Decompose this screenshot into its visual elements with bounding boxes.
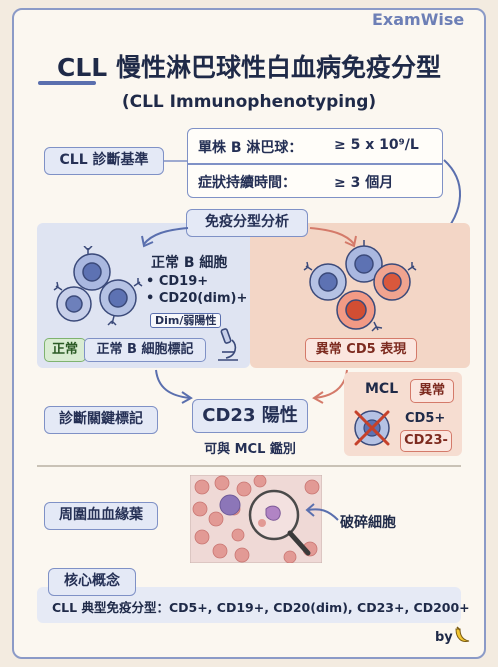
connector-line — [164, 160, 188, 162]
criteria-row: 單株 B 淋巴球： ≥ 5 x 10⁹/L — [188, 129, 442, 163]
mcl-marker: CD23- — [400, 430, 452, 452]
smear-label: 周圍血血緣葉 — [44, 502, 158, 530]
smudge-cell-callout: 破碎細胞 — [340, 515, 396, 531]
criteria-value: ≥ 3 個月 — [334, 175, 394, 191]
key-marker-label: 診斷關鍵標記 — [44, 406, 158, 434]
title-underline — [38, 81, 96, 85]
concept-text: CLL 典型免疫分型：CD5+, CD19+, CD20(dim), CD23+… — [52, 600, 470, 615]
concept-label: 核心概念 — [48, 568, 136, 596]
cd23-positive-box: CD23 陽性 — [192, 399, 308, 433]
page-subtitle: (CLL Immunophenotyping) — [121, 92, 377, 112]
dim-note: Dim/弱陽性 — [150, 309, 222, 328]
footer-by: by — [435, 630, 453, 645]
normal-marker: • CD19+ — [146, 274, 209, 289]
section-divider — [37, 465, 461, 467]
arrow-to-cd23-left — [155, 369, 193, 404]
dim-note-label: Dim/弱陽性 — [150, 313, 222, 328]
banana-icon — [455, 626, 470, 642]
normal-marker-label: 正常 B 細胞標記 — [84, 338, 206, 362]
page-title: CLL 慢性淋巴球性白血病免疫分型 — [57, 53, 441, 82]
criteria-key: 症狀持續時間： — [198, 175, 296, 191]
criteria-divider — [188, 163, 442, 165]
normal-cell-title: 正常 B 細胞 — [151, 255, 228, 271]
criteria-row: 症狀持續時間： ≥ 3 個月 — [188, 164, 442, 198]
mcl-marker: CD5+ — [405, 411, 446, 426]
analysis-label: 免疫分型分析 — [186, 209, 308, 237]
criteria-value: ≥ 5 x 10⁹/L — [334, 137, 419, 153]
mcl-status-tag: 異常 — [410, 379, 454, 403]
magnifier-icon — [287, 530, 311, 556]
criteria-box: 單株 B 淋巴球： ≥ 5 x 10⁹/L 症狀持續時間： ≥ 3 個月 — [187, 128, 443, 198]
arrow-right — [309, 227, 357, 248]
normal-b-cells-illustration — [53, 246, 143, 326]
microscope-icon — [218, 328, 238, 361]
abnormal-cells-illustration — [303, 240, 417, 332]
callout-arrow — [305, 503, 339, 521]
brand-logo: ExamWise — [372, 10, 465, 29]
blood-smear-illustration — [190, 475, 322, 563]
cd23-note: 可與 MCL 鑑別 — [204, 442, 296, 457]
arrow-left — [141, 227, 189, 248]
normal-status-tag: 正常 — [44, 338, 86, 362]
abnormal-cd5-label: 異常 CD5 表現 — [305, 338, 417, 362]
criteria-label: CLL 診斷基準 — [44, 147, 164, 175]
criteria-key: 單株 B 淋巴球： — [198, 140, 303, 156]
mcl-name: MCL — [365, 381, 399, 397]
normal-marker: • CD20(dim)+ — [146, 291, 248, 306]
cross-mark-icon — [354, 410, 390, 446]
